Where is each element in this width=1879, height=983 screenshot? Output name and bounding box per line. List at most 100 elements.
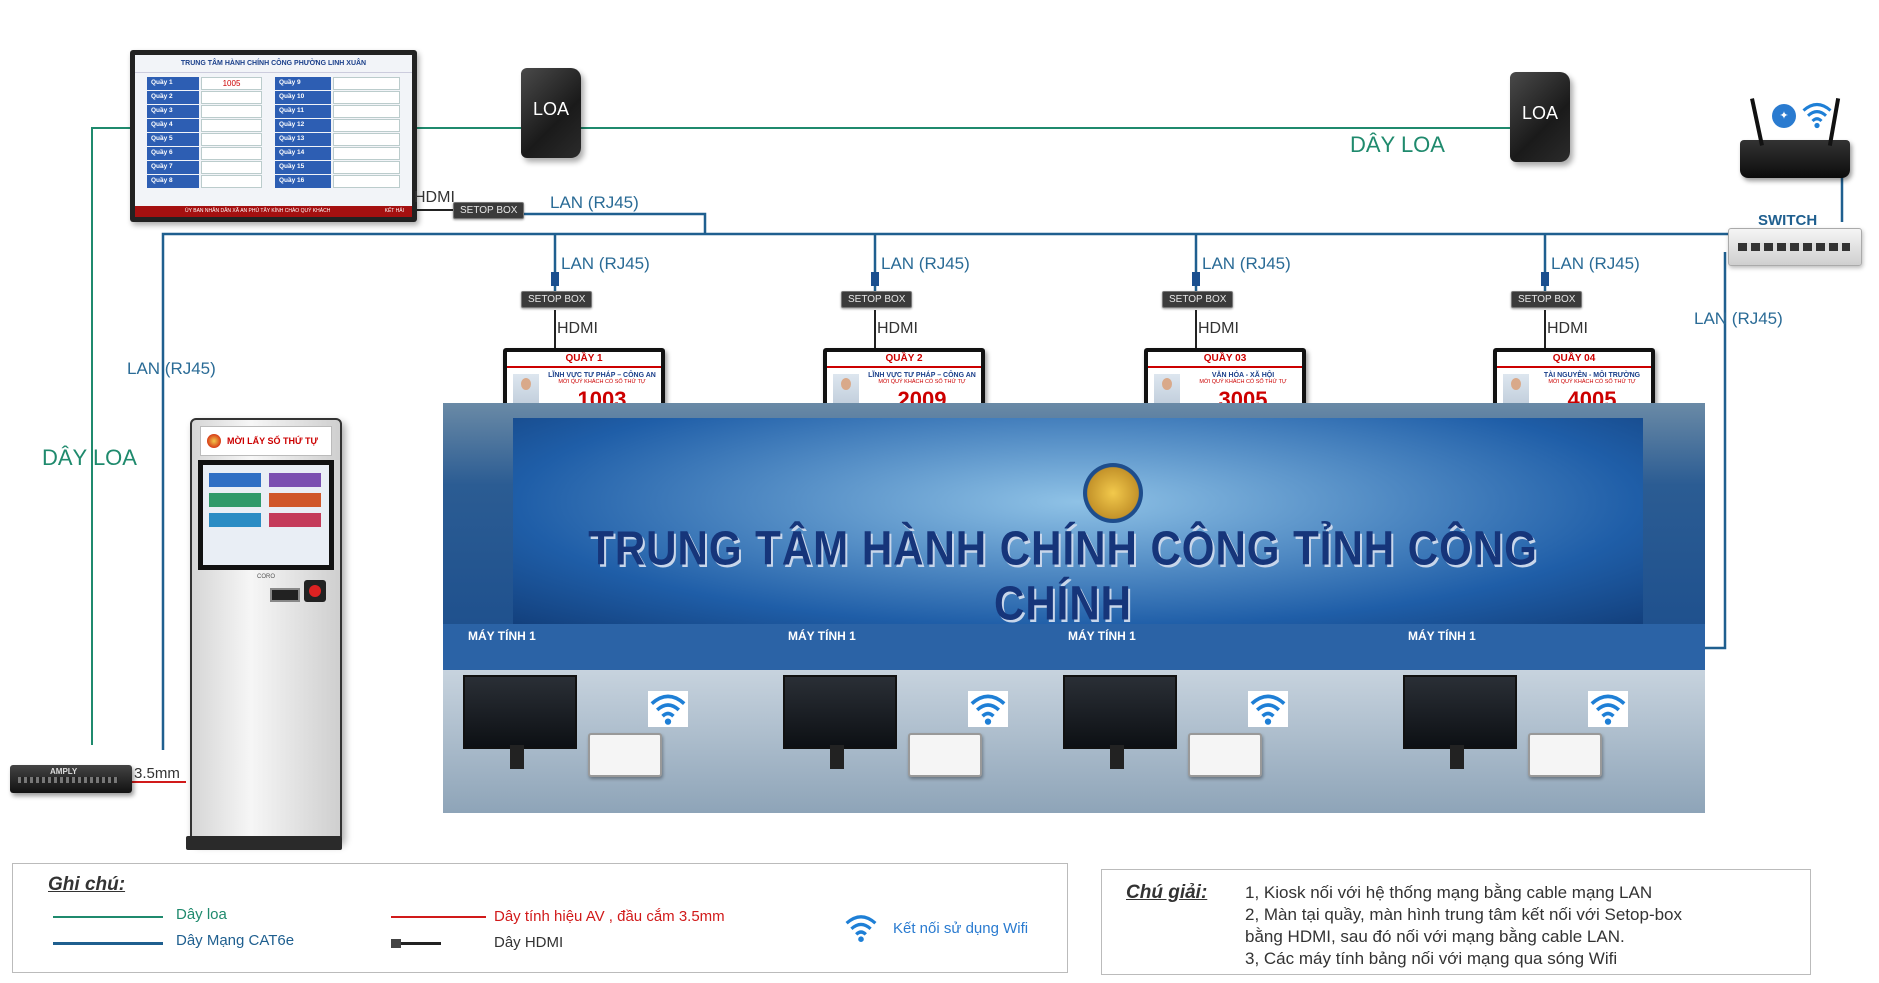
kiosk-option-2[interactable] — [269, 473, 321, 487]
main-display-row-label: Quầy 10 — [275, 91, 331, 104]
counter-field: TÀI NGUYÊN - MÔI TRƯỜNG — [1543, 372, 1641, 379]
main-display: TRUNG TÂM HÀNH CHÍNH CÔNG PHƯỜNG LINH XU… — [130, 50, 417, 222]
main-display-title: TRUNG TÂM HÀNH CHÍNH CÔNG PHƯỜNG LINH XU… — [135, 55, 412, 73]
main-display-row-label: Quầy 16 — [275, 175, 331, 188]
lan-label-counter-4: LAN (RJ45) — [1551, 254, 1640, 273]
computer-label-4: MÁY TÍNH 1 — [1408, 629, 1476, 643]
rj45-plug-2 — [871, 272, 879, 286]
main-display-row-label: Quầy 15 — [275, 161, 331, 174]
computer-monitor-4 — [1403, 675, 1517, 749]
main-display-row: Quầy 12 — [275, 119, 400, 132]
legend-line-av — [391, 916, 486, 918]
rj45-plug-1 — [551, 272, 559, 286]
main-display-row-label: Quầy 9 — [275, 77, 331, 90]
computer-stand-3 — [1110, 745, 1124, 769]
legend-hdmi-cable-icon — [391, 939, 441, 948]
main-display-row: Quầy 6 — [147, 147, 262, 160]
hdmi-label-counter-2: HDMI — [877, 320, 918, 337]
computer-monitor-2 — [783, 675, 897, 749]
hall-photo: TRUNG TÂM HÀNH CHÍNH CÔNG TỈNH CÔNG CHÍN… — [443, 403, 1705, 813]
computer-monitor-1 — [463, 675, 577, 749]
kiosk-header: MỜI LẤY SỐ THỨ TỰ — [200, 426, 332, 456]
main-display-row-value — [201, 119, 262, 132]
main-display-row: Quầy 11 — [275, 105, 400, 118]
computer-label-1: MÁY TÍNH 1 — [468, 629, 536, 643]
computer-stand-4 — [1450, 745, 1464, 769]
lan-backbone — [161, 232, 1728, 750]
speaker-left: LOA — [521, 68, 581, 158]
amplifier: AMPLY — [10, 765, 132, 793]
legend-text-speaker: Dây loa — [176, 906, 227, 923]
legend-text-hdmi: Dây HDMI — [494, 934, 564, 951]
lan-label-counter-1: LAN (RJ45) — [561, 254, 650, 273]
tablet-1 — [588, 733, 662, 777]
emblem-icon — [207, 434, 221, 448]
wifi-icon — [648, 691, 688, 727]
kiosk-option-4[interactable] — [269, 493, 321, 507]
main-display-row-value — [333, 147, 400, 160]
computer-stand-2 — [830, 745, 844, 769]
counter-title: QUẦY 1 — [507, 352, 661, 368]
counter-invite: MỜI QUÝ KHÁCH CÓ SỐ THỨ TỰ — [558, 379, 646, 385]
main-display-row-value — [333, 133, 400, 146]
legend-text-av: Dây tính hiệu AV , đầu cắm 3.5mm — [494, 908, 725, 925]
tablet-3 — [1188, 733, 1262, 777]
kiosk-option-5[interactable] — [209, 513, 261, 527]
hall-desk-band — [443, 624, 1705, 670]
lan-label-counter-3: LAN (RJ45) — [1202, 254, 1291, 273]
switch-ports — [1738, 243, 1850, 251]
av-jack-label: 3.5mm — [134, 765, 180, 782]
explanation-line: 3, Các máy tính bảng nối với mạng qua só… — [1245, 949, 1618, 968]
speaker-wire-label-left: DÂY LOA — [42, 445, 137, 470]
main-display-row: Quầy 4 — [147, 119, 262, 132]
legend-text-network: Dây Mạng CAT6e — [176, 932, 295, 949]
explanation-line: 2, Màn tại quầy, màn hình trung tâm kết … — [1245, 905, 1683, 924]
setop-box-counter-3: SETOP BOX — [1162, 291, 1234, 308]
legend-text-wifi: Kết nối sử dụng Wifi — [893, 920, 1029, 937]
setop-box-counter-1: SETOP BOX — [521, 291, 593, 308]
main-display-row: Quầy 3 — [147, 105, 262, 118]
legend-wifi-icon — [845, 915, 877, 942]
rj45-plug-4 — [1541, 272, 1549, 286]
kiosk-option-1[interactable] — [209, 473, 261, 487]
wifi-icon — [968, 691, 1008, 727]
speaker-wire-left — [91, 127, 130, 745]
setop-box-counter-2: SETOP BOX — [841, 291, 913, 308]
main-display-row-label: Quầy 8 — [147, 175, 199, 188]
lan-label-switch: LAN (RJ45) — [1694, 309, 1783, 328]
main-display-row-label: Quầy 1 — [147, 77, 199, 90]
main-display-row-value: 1005 — [201, 77, 262, 90]
wifi-router — [1740, 140, 1850, 178]
kiosk: MỜI LẤY SỐ THỨ TỰ CORO — [186, 418, 342, 850]
legend-line-network — [53, 942, 163, 945]
main-display-row-label: Quầy 7 — [147, 161, 199, 174]
kiosk-screen[interactable] — [198, 460, 334, 570]
hdmi-label-counter-3: HDMI — [1198, 320, 1239, 337]
main-display-row-value — [201, 161, 262, 174]
counter-title: QUẦY 04 — [1497, 352, 1651, 368]
main-display-row-value — [333, 77, 400, 90]
main-display-row-value — [333, 91, 400, 104]
kiosk-brand: CORO — [257, 574, 275, 580]
counter-field: VĂN HÓA - XÃ HỘI — [1211, 372, 1275, 379]
speaker-wire-label-top: DÂY LOA — [1350, 132, 1445, 157]
tablet-4 — [1528, 733, 1602, 777]
main-display-row: Quầy 7 — [147, 161, 262, 174]
main-display-row-label: Quầy 5 — [147, 133, 199, 146]
kiosk-option-6[interactable] — [269, 513, 321, 527]
main-display-row-value — [201, 133, 262, 146]
kiosk-base — [186, 836, 342, 850]
counter-title: QUẦY 03 — [1148, 352, 1302, 368]
main-display-row: Quầy 16 — [275, 175, 400, 188]
main-display-row-value — [333, 119, 400, 132]
explanation-lines: 1, Kiosk nối với hệ thống mạng bằng cabl… — [1245, 882, 1682, 970]
kiosk-option-3[interactable] — [209, 493, 261, 507]
kiosk-scanner — [304, 580, 326, 602]
hdmi-label-counter-4: HDMI — [1547, 320, 1588, 337]
main-display-row: Quầy 15 — [275, 161, 400, 174]
wifi-icon — [1248, 691, 1288, 727]
computer-stand-1 — [510, 745, 524, 769]
tablet-2 — [908, 733, 982, 777]
counter-invite: MỜI QUÝ KHÁCH CÓ SỐ THỨ TỰ — [878, 379, 966, 385]
